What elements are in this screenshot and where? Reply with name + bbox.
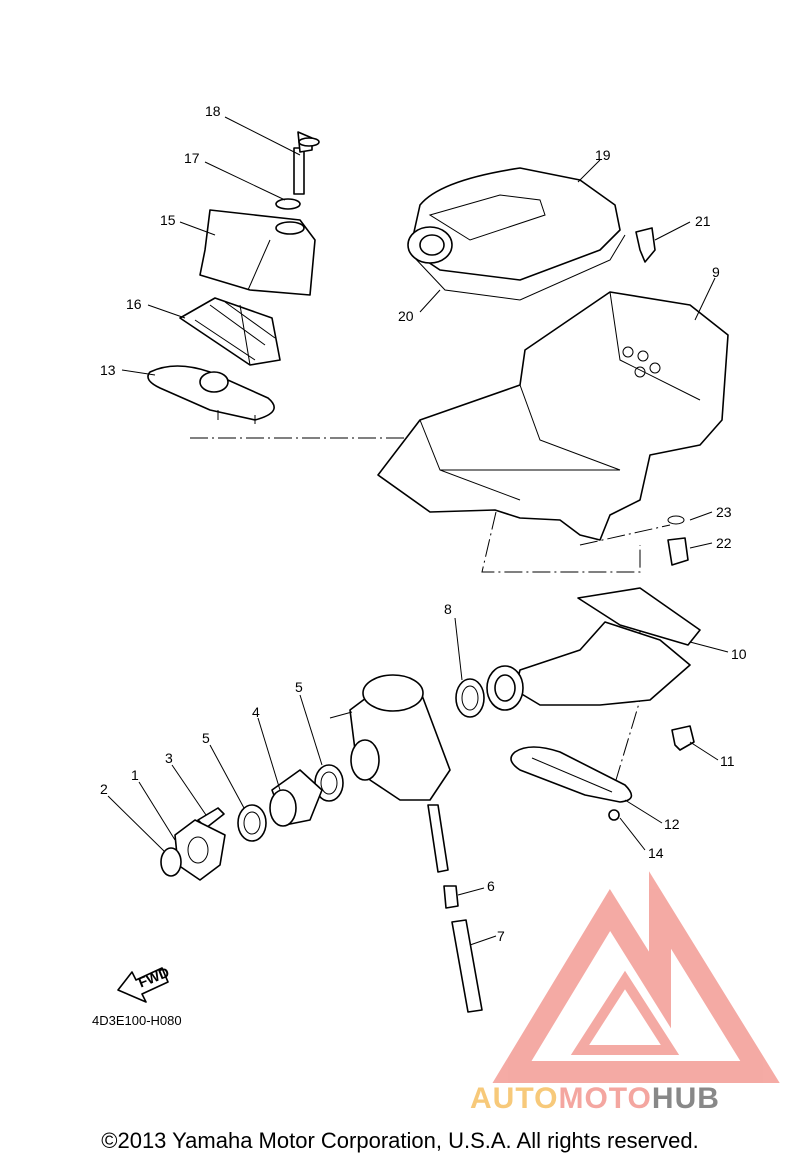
watermark-logo [492,871,780,1083]
watermark-moto: MOTO [558,1082,652,1115]
part-code-label: 4D3E100-H080 [92,1013,182,1028]
part-23-clamp [667,515,685,525]
part-5-clamp-left [237,804,267,842]
leader-lines [107,116,729,946]
fwd-arrow-icon: FWD [117,964,171,1003]
callout-22: 22 [716,535,732,551]
callout-7: 7 [497,928,505,944]
part-19-lid [407,167,621,281]
callout-16: 16 [126,296,142,312]
part-17-washer [275,198,301,210]
copyright-notice: ©2013 Yamaha Motor Corporation, U.S.A. A… [101,1128,699,1153]
callout-numbers: 18 17 15 16 13 19 20 21 9 23 22 8 10 11 … [100,103,747,944]
part-20-seal [411,234,626,301]
part-7-hose [451,919,483,1013]
callout-11: 11 [720,753,735,769]
callout-13: 13 [100,362,116,378]
carburetor [329,674,451,873]
callout-15: 15 [160,212,176,228]
part-10-joint [486,587,701,711]
watermark-auto: AUTO [470,1082,559,1115]
callout-20: 20 [398,308,414,324]
callout-21: 21 [695,213,711,229]
part-18-bolt [293,131,320,195]
part-16-cage [179,297,281,366]
part-15-cover [199,209,316,296]
part-1-manifold [174,819,226,881]
part-6-fitting [443,885,459,909]
callout-5a: 5 [202,730,210,746]
callout-9: 9 [712,264,720,280]
callout-14: 14 [648,845,664,861]
callout-5b: 5 [295,679,303,695]
callout-23: 23 [716,504,732,520]
part-8-clamp [455,678,485,718]
callout-8: 8 [444,601,452,617]
callout-1: 1 [131,767,139,783]
part-4-boot [269,769,323,827]
part-13-base [147,365,275,424]
part-12-gasket [510,746,633,803]
callout-3: 3 [165,750,173,766]
callout-18: 18 [205,103,221,119]
watermark-text: AUTOMOTOHUB [470,1082,720,1116]
part-14-nut [608,809,620,821]
callout-6: 6 [487,878,495,894]
callout-2: 2 [100,781,108,797]
callout-10: 10 [731,646,747,662]
callout-12: 12 [664,816,680,832]
part-11-fitting [671,725,695,751]
callout-4: 4 [252,704,260,720]
part-9-airbox [377,291,729,541]
callout-17: 17 [184,150,200,166]
watermark-hub: HUB [651,1082,720,1115]
part-2-oring [160,847,182,877]
part-21-clip [635,227,656,263]
part-22-drain [667,537,689,566]
callout-19: 19 [595,147,611,163]
